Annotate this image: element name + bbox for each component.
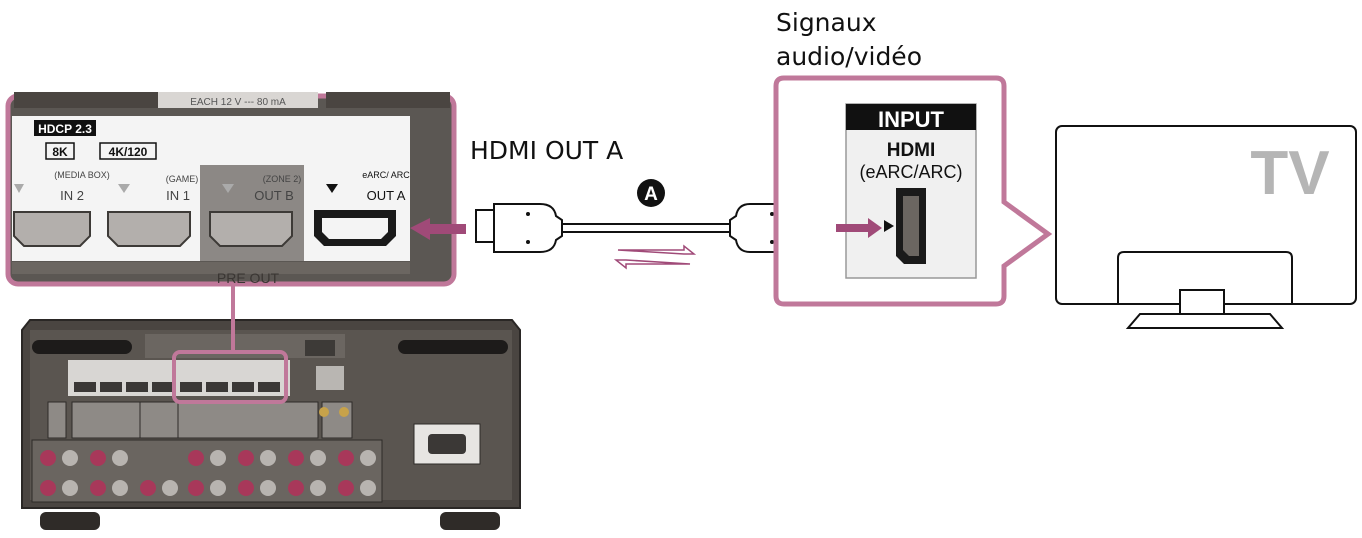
4k120-badge: 4K/120: [109, 145, 148, 159]
cable-marker-label: A: [644, 184, 658, 205]
cable-label: HDMI OUT A: [470, 136, 624, 165]
panel-top-label: EACH 12 V --- 80 mA: [190, 97, 286, 108]
receiver-panel-zoom: EACH 12 V --- 80 mA HDCP 2.3 8K 4K/120 (…: [5, 92, 466, 287]
port-outb-sub: (ZONE 2): [263, 174, 302, 184]
port-outa-name: OUT A: [367, 188, 406, 203]
port-in1-sub: (GAME): [166, 174, 199, 184]
signal-label-line2: audio/vidéo: [776, 42, 922, 71]
input-title: INPUT: [878, 107, 945, 132]
panel-bottom-label: PRE OUT: [217, 270, 280, 286]
input-port-name: HDMI: [887, 140, 936, 161]
input-port-sub: (eARC/ARC): [859, 162, 962, 182]
cable-marker-circle: [637, 179, 665, 207]
port-in2-sub: (MEDIA BOX): [54, 170, 110, 180]
8k-badge: 8K: [52, 145, 68, 159]
tv-input-callout: INPUT HDMI (eARC/ARC): [773, 75, 1053, 307]
tv-label: TV: [1250, 139, 1329, 208]
port-in1-name: IN 1: [166, 188, 190, 203]
port-in2-name: IN 2: [60, 188, 84, 203]
hdcp-badge: HDCP 2.3: [38, 122, 92, 136]
speaker-terminals: [40, 450, 376, 496]
signal-label-line1: Signaux: [776, 8, 877, 37]
port-outb-name: OUT B: [254, 188, 294, 203]
av-receiver: [21, 319, 521, 530]
port-outa-sub: eARC/ ARC: [362, 170, 410, 180]
hdmi-cable: A: [475, 179, 815, 270]
hdmi-ports-panel: [13, 210, 396, 247]
tv-illustration: TV: [1055, 125, 1357, 329]
